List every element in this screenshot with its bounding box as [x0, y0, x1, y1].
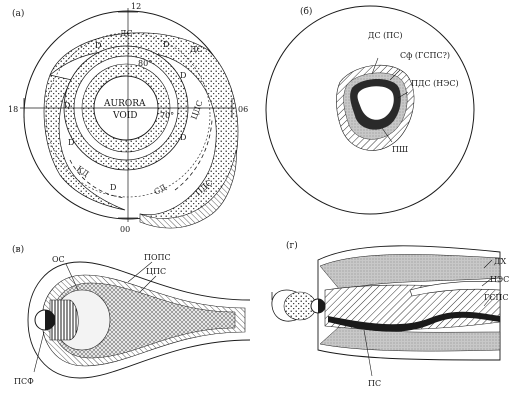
panel-b-tag: (б): [300, 6, 312, 17]
panel-d: (г) ДХ НЭС ГСПС ПС: [271, 240, 509, 388]
label-d-top: D: [163, 40, 169, 49]
leader-nes: [481, 277, 493, 287]
leader-pops: [127, 261, 153, 283]
leader-dx: [483, 259, 493, 269]
leader-psf: [33, 331, 45, 373]
label-nes: НЭС: [490, 275, 509, 284]
label-lat-70: 70°: [160, 111, 174, 120]
panel-a: (a) ДС ДС D D D D D: [8, 2, 248, 234]
label-ps: ПС: [368, 379, 381, 388]
neutral-sheet: [328, 311, 500, 332]
plasmasphere: [49, 299, 79, 341]
label-d-right: D: [180, 133, 186, 142]
earth-night-d: [318, 299, 325, 313]
label-psf: ПСФ: [14, 377, 34, 386]
label-d-ul: D: [95, 41, 101, 50]
leader-ps: [363, 329, 373, 377]
earth-night-c: [45, 310, 55, 330]
inner-white: [357, 86, 394, 120]
label-d-ur: D: [180, 71, 186, 80]
label-gsps: ГСПС: [484, 293, 509, 302]
label-mlt-18: 18: [8, 105, 18, 114]
label-dps-right: ДС: [190, 45, 203, 54]
label-tss: ЦПС: [146, 267, 166, 276]
leader-tss: [139, 275, 157, 293]
leader-sf: [389, 69, 401, 81]
leader-pp: [381, 127, 393, 143]
label-sf: Сф (ГСПС?): [400, 51, 450, 60]
magnetopause-c: [27, 261, 251, 379]
leader-gsps: [483, 295, 493, 307]
label-mlt-00: 00: [120, 225, 130, 234]
label-dps-top: ДС: [120, 29, 133, 38]
label-void: VOID: [112, 111, 138, 121]
panel-b: (б) ДС (ПС) Сф (ГСПС?) ПДС (НЭС) ПШ: [265, 5, 475, 215]
panel-d-tag: (г): [286, 240, 298, 251]
label-pp: ПШ: [392, 145, 408, 154]
label-mlt-12: 12: [131, 2, 141, 11]
label-d-left: D: [64, 101, 70, 110]
label-os: ОС: [52, 255, 65, 264]
label-pds-nes: ПДС (НЭС): [411, 79, 459, 88]
panel-c: (в) ОС ПОПС ЦПС ПСФ: [12, 244, 251, 386]
label-d-bl: D: [68, 138, 74, 147]
label-d-bottom: D: [110, 183, 116, 192]
label-mlt-06: 06: [238, 105, 248, 114]
label-pops: ПОПС: [144, 253, 171, 262]
leader-os: [65, 263, 79, 291]
label-lat-80: 80°: [138, 59, 152, 68]
diffuse-band-left: [43, 74, 126, 211]
panel-a-tag: (a): [12, 8, 24, 19]
pds-arc: [139, 149, 237, 229]
dash-arc-right: [174, 119, 213, 191]
upper-channel: [409, 280, 501, 297]
label-ds-ps: ДС (ПС): [368, 31, 403, 40]
leader-ds: [371, 57, 379, 75]
label-dx: ДХ: [494, 257, 507, 266]
panel-c-tag: (в): [12, 244, 24, 255]
leader-pds: [397, 91, 409, 99]
label-aurora: AURORA: [103, 99, 146, 109]
upper-boundary-layer: [319, 254, 501, 291]
